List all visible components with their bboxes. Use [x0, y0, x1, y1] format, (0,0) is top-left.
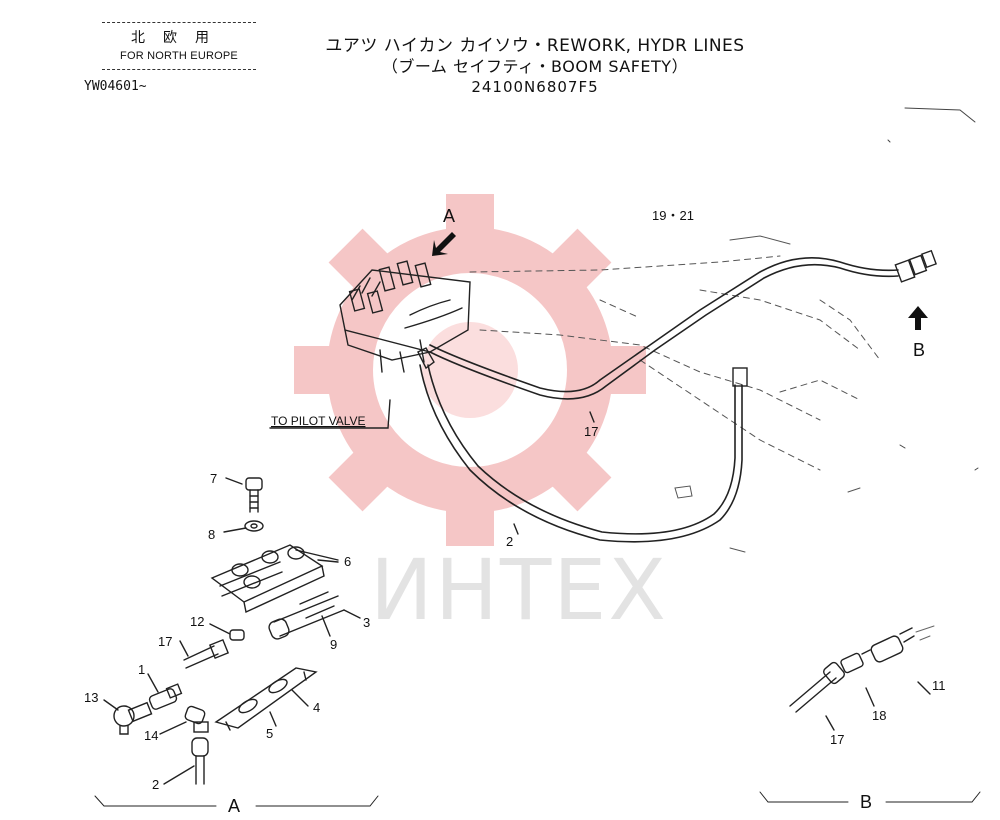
watermark-gear-tooth	[328, 228, 398, 298]
callout-8: 8	[208, 527, 215, 542]
callout-18: 18	[872, 708, 886, 723]
detail-label-a: A	[228, 796, 240, 816]
callout-5: 5	[266, 726, 273, 741]
callout-14: 14	[144, 728, 158, 743]
callout-13: 13	[84, 690, 98, 705]
view-label-b: B	[913, 340, 925, 360]
callout-1: 1	[138, 662, 145, 677]
serial-number: YW04601~	[84, 79, 147, 94]
hose-17-b	[789, 671, 837, 713]
valve-block	[339, 260, 471, 373]
adapter-18	[840, 649, 871, 674]
plate-4	[214, 667, 318, 731]
callout-11: 11	[932, 678, 946, 693]
callout-7: 7	[210, 471, 217, 486]
watermark-gear-tooth	[446, 496, 494, 546]
callout-2-main: 2	[506, 534, 513, 549]
view-label-a: A	[443, 206, 455, 226]
detail-label-b: B	[860, 792, 872, 812]
elbow-14	[184, 705, 209, 733]
callout-6: 6	[344, 554, 351, 569]
machine-outline	[469, 255, 881, 471]
tee-fitting-1	[148, 683, 183, 710]
watermark-gear-tooth	[328, 442, 398, 512]
hose-end-fitting	[732, 367, 748, 387]
callout-4: 4	[313, 700, 320, 715]
hose-fitting-b	[894, 249, 937, 283]
view-arrow-a-icon	[432, 232, 456, 256]
callout-9: 9	[330, 637, 337, 652]
callout-3: 3	[363, 615, 370, 630]
title-line-2: （ブーム セイフティ・BOOM SAFETY）	[381, 57, 689, 76]
view-arrow-b-icon	[908, 306, 928, 330]
region-english: FOR NORTH EUROPE	[120, 50, 238, 62]
bolt-7	[245, 477, 263, 513]
region-box: 北欧用 FOR NORTH EUROPE	[102, 22, 256, 70]
check-valve-11	[870, 627, 915, 663]
note-to-pilot-valve: TO PILOT VALVE	[271, 414, 365, 428]
watermark-text: ИНТЕХ	[370, 541, 668, 639]
washer-8	[244, 520, 264, 532]
callout-2-detail: 2	[152, 777, 159, 792]
clamp-block-6	[210, 544, 325, 614]
watermark-gear-tooth	[542, 228, 612, 298]
title-line-1: ユアツ ハイカン カイソウ・REWORK, HYDR LINES	[325, 36, 745, 56]
callout-17-b: 17	[830, 732, 844, 747]
watermark-gear-tooth	[596, 346, 646, 394]
watermark-gear-tooth	[294, 346, 344, 394]
region-japanese: 北欧用	[131, 30, 227, 46]
watermark-gear-tooth	[542, 442, 612, 512]
callout-17-main: 17	[584, 424, 598, 439]
part-number: 24100N6807F5	[471, 78, 599, 96]
elbow-13	[113, 701, 153, 735]
callout-19-21: 19・21	[652, 208, 694, 223]
callout-17-detail: 17	[158, 634, 172, 649]
callout-12: 12	[190, 614, 204, 629]
fitting-12	[229, 629, 245, 641]
